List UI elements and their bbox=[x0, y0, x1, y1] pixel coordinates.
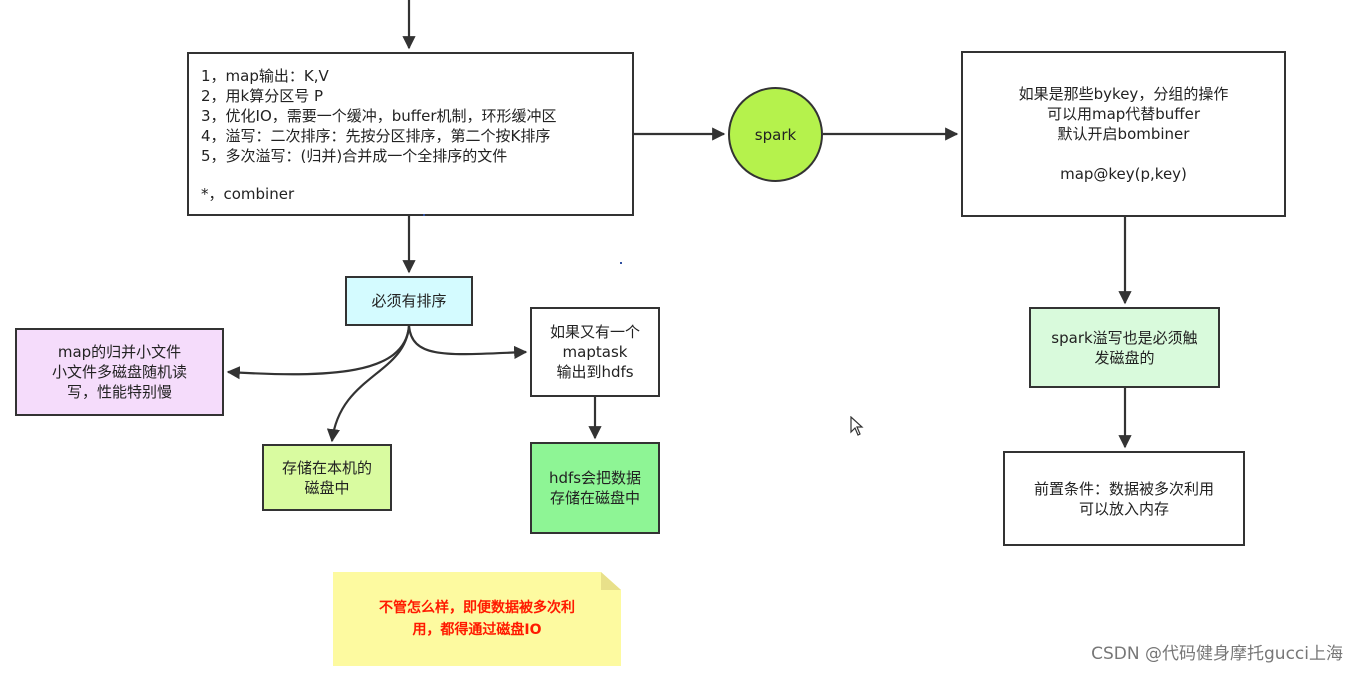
sticky-note: 不管怎么样，即便数据被多次利 用，都得通过磁盘IO bbox=[333, 572, 621, 666]
hdfs-store-box: hdfs会把数据 存储在磁盘中 bbox=[530, 442, 660, 534]
precondition-line-2: 可以放入内存 bbox=[1078, 499, 1169, 518]
map-output-line-4: 4，溢写：二次排序：先按分区排序，第二个按K排序 bbox=[201, 127, 551, 145]
arrow-sort-to-merge bbox=[226, 325, 411, 380]
merge-line-3: 写，性能特别慢 bbox=[66, 383, 172, 401]
spark-box-line-2: 可以用map代替buffer bbox=[1046, 105, 1201, 123]
spark-bykey-box: 如果是那些bykey，分组的操作 可以用map代替buffer 默认开启bomb… bbox=[961, 51, 1286, 217]
spark-box-line-3: 默认开启bombiner bbox=[1057, 125, 1190, 143]
arrow-sort-to-hdfs-output bbox=[407, 325, 528, 360]
hdfs-output-box: 如果又有一个 maptask 输出到hdfs bbox=[530, 307, 660, 397]
map-output-line-3: 3，优化IO，需要一个缓冲，buffer机制，环形缓冲区 bbox=[201, 107, 557, 125]
hdfs-output-line-2: maptask bbox=[562, 343, 628, 361]
stray-dot bbox=[423, 214, 425, 216]
merge-small-files-box: map的归并小文件 小文件多磁盘随机读 写，性能特别慢 bbox=[15, 328, 224, 416]
map-output-footer: *，combiner bbox=[201, 185, 295, 203]
must-sort-label: 必须有排序 bbox=[371, 292, 447, 310]
must-sort-box: 必须有排序 bbox=[345, 276, 473, 326]
hdfs-store-line-2: 存储在磁盘中 bbox=[549, 489, 640, 507]
mouse-cursor-icon bbox=[850, 416, 864, 436]
merge-line-1: map的归并小文件 bbox=[57, 343, 182, 361]
arrow-sort-to-local bbox=[326, 325, 411, 443]
local-disk-box: 存储在本机的 磁盘中 bbox=[262, 444, 392, 511]
map-output-line-2: 2，用k算分区号 P bbox=[201, 87, 324, 105]
map-output-line-5: 5，多次溢写：(归并)合并成一个全排序的文件 bbox=[201, 147, 508, 165]
hdfs-output-line-1: 如果又有一个 bbox=[549, 323, 640, 341]
spark-box-line-1: 如果是那些bykey，分组的操作 bbox=[1018, 85, 1229, 103]
local-disk-line-2: 磁盘中 bbox=[304, 478, 350, 497]
stray-dot bbox=[620, 262, 622, 264]
hdfs-store-line-1: hdfs会把数据 bbox=[548, 469, 642, 487]
spark-box-footer: map@key(p,key) bbox=[1060, 165, 1187, 183]
local-disk-line-1: 存储在本机的 bbox=[281, 458, 372, 477]
spark-node: spark bbox=[728, 87, 823, 182]
note-line-2: 用，都得通过磁盘IO bbox=[412, 622, 542, 638]
spark-node-label: spark bbox=[754, 125, 797, 144]
merge-line-2: 小文件多磁盘随机读 bbox=[51, 363, 187, 381]
spark-spill-box: spark溢写也是必须触 发磁盘的 bbox=[1029, 307, 1220, 388]
csdn-watermark: CSDN @代码健身摩托gucci上海 bbox=[1091, 644, 1343, 664]
note-line-1: 不管怎么样，即便数据被多次利 bbox=[379, 600, 575, 616]
spark-spill-line-1: spark溢写也是必须触 bbox=[1051, 328, 1198, 347]
map-output-line-1: 1，map输出：K,V bbox=[201, 67, 329, 85]
spark-spill-line-2: 发磁盘的 bbox=[1094, 348, 1155, 367]
hdfs-output-line-3: 输出到hdfs bbox=[556, 363, 634, 381]
map-output-box: 1，map输出：K,V 2，用k算分区号 P 3，优化IO，需要一个缓冲，buf… bbox=[187, 52, 634, 216]
precondition-line-1: 前置条件：数据被多次利用 bbox=[1033, 479, 1214, 498]
precondition-box: 前置条件：数据被多次利用 可以放入内存 bbox=[1003, 451, 1245, 546]
